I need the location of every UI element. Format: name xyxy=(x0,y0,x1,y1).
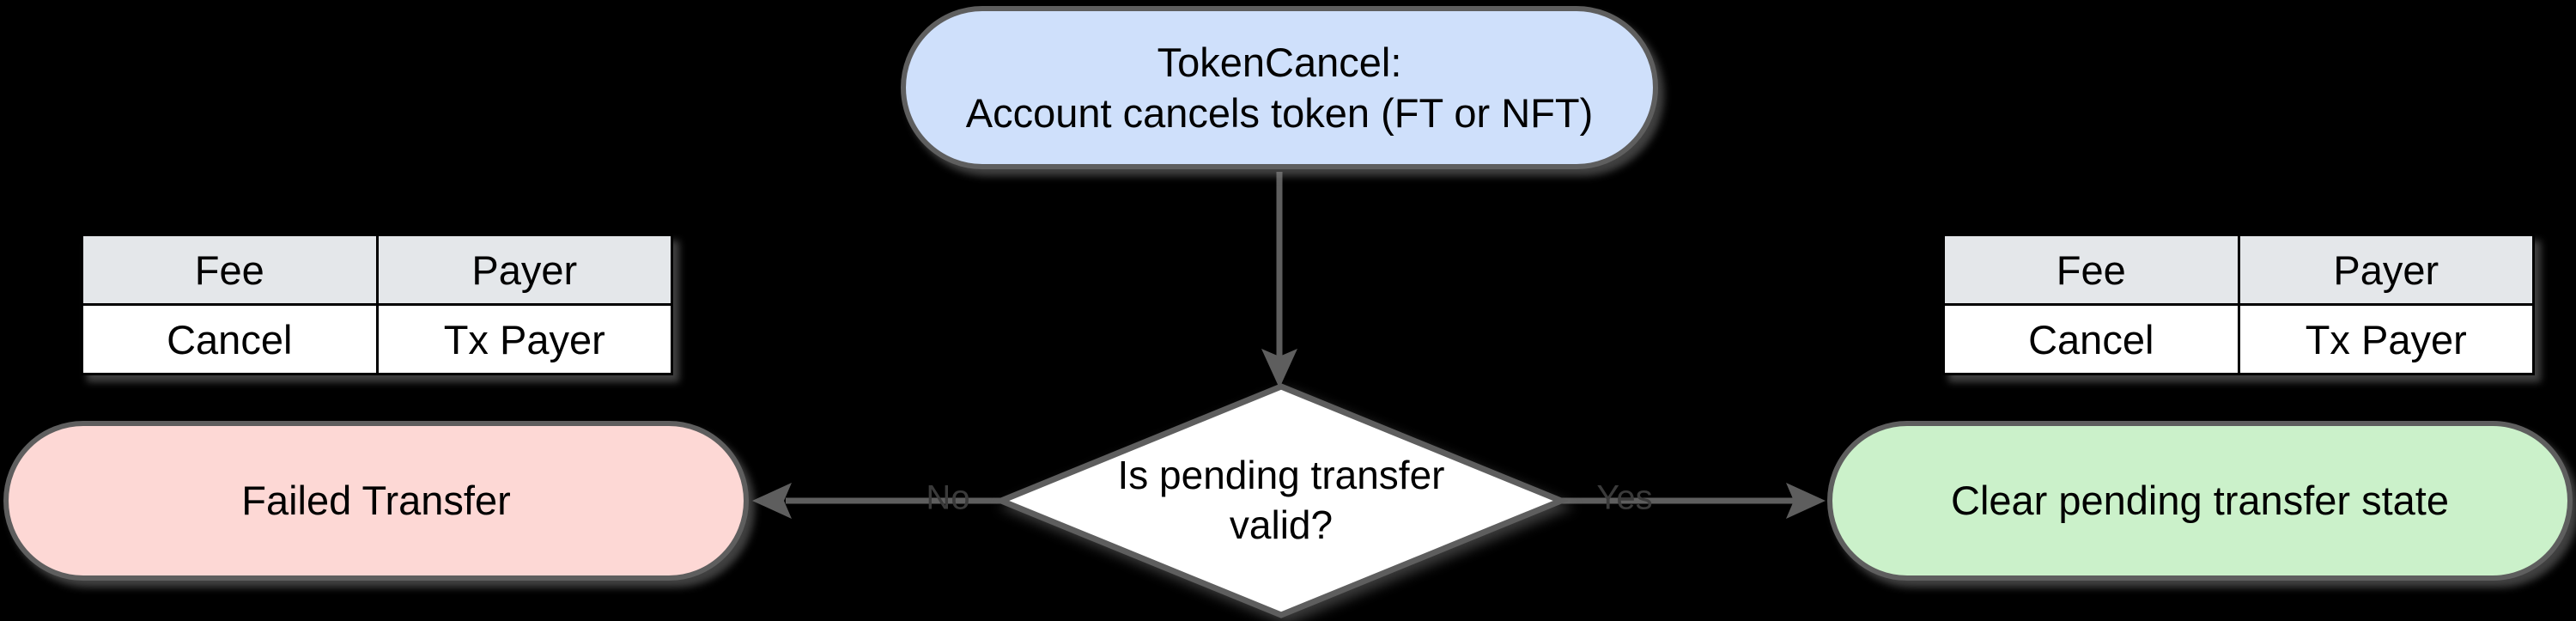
arrowhead-right-icon xyxy=(1786,483,1826,519)
fee-table-left: Fee Payer Cancel Tx Payer xyxy=(81,234,673,375)
decision-node-label: Is pending transfer valid? xyxy=(1041,451,1522,551)
decision-diamond-shape xyxy=(993,383,1570,618)
clear-pending-node: Clear pending transfer state xyxy=(1827,421,2573,581)
fee-table-right-cell-fee: Cancel xyxy=(1945,306,2238,373)
arrowhead-down-icon xyxy=(1261,349,1297,388)
edge-label-no: No xyxy=(926,478,970,517)
start-node-label-line2: Account cancels token (FT or NFT) xyxy=(965,90,1594,136)
fee-table-right-header-payer: Payer xyxy=(2239,236,2532,303)
edge-label-yes: Yes xyxy=(1596,478,1653,517)
clear-pending-label: Clear pending transfer state xyxy=(1951,478,2449,524)
start-node-label-line1: TokenCancel: xyxy=(1157,39,1402,85)
fee-table-right-header-fee: Fee xyxy=(1945,236,2238,303)
decision-label-line2: valid? xyxy=(1229,502,1334,547)
start-node: TokenCancel: Account cancels token (FT o… xyxy=(901,6,1658,169)
fee-table-left-cell-payer: Tx Payer xyxy=(378,306,671,373)
arrowhead-left-icon xyxy=(752,483,792,519)
fee-table-right-cell-payer: Tx Payer xyxy=(2239,306,2532,373)
fee-table-left-header-payer: Payer xyxy=(378,236,671,303)
failed-transfer-label: Failed Transfer xyxy=(241,478,511,524)
fee-table-left-header-fee: Fee xyxy=(83,236,376,303)
failed-transfer-node: Failed Transfer xyxy=(3,421,749,581)
fee-table-right: Fee Payer Cancel Tx Payer xyxy=(1942,234,2535,375)
decision-label-line1: Is pending transfer xyxy=(1117,453,1445,498)
fee-table-left-cell-fee: Cancel xyxy=(83,306,376,373)
